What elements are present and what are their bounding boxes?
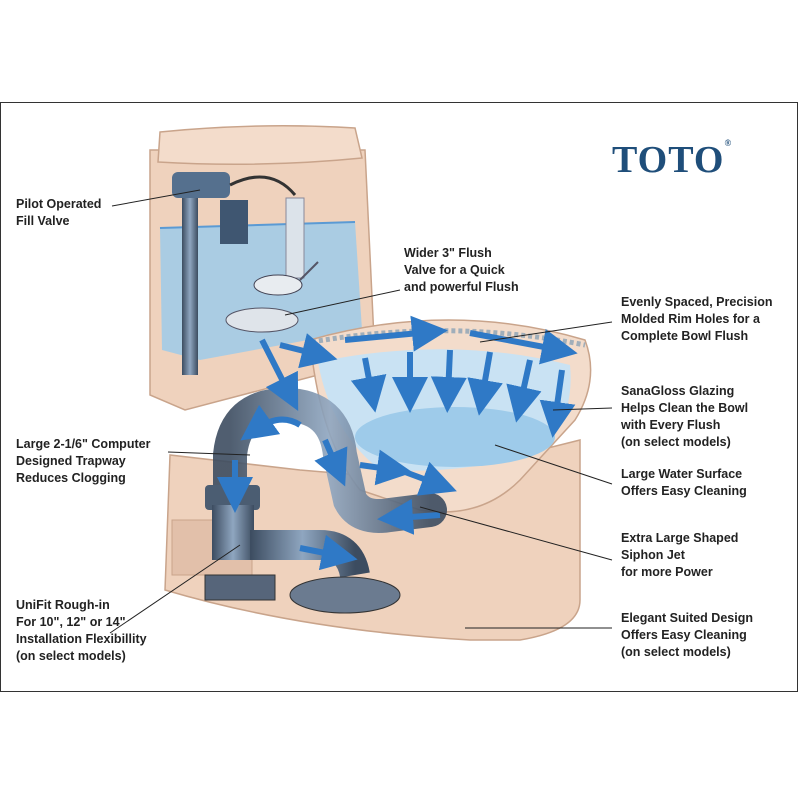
leader-water-surface [494,444,613,485]
refill-tube [229,175,297,196]
callout-line: Installation Flexibillity [16,632,147,646]
leader-sanagloss [552,407,613,411]
callout-line: for more Power [621,565,713,579]
flow-arrows [217,315,578,571]
callout-flush-valve: Wider 3" Flush Valve for a Quick and pow… [404,245,519,296]
callout-line: (on select models) [621,435,731,449]
callout-line: Offers Easy Cleaning [621,628,747,642]
flow-arrow-bowl-1 [359,449,413,486]
callout-line: SanaGloss Glazing [621,384,735,398]
callout-line: (on select models) [16,649,126,663]
flow-arrow-trap-1 [240,404,302,441]
flow-arrow-tank-1 [259,338,299,412]
outlet-pipe [212,505,254,560]
callout-line: Siphon Jet [621,548,685,562]
unifit-bracket [204,574,276,601]
callout-line: Molded Rim Holes for a [621,312,760,326]
flow-arrow-bowl-2 [403,461,457,496]
callout-line: UniFit Rough-in [16,598,110,612]
fill-valve-tube [182,185,198,375]
flow-arrow-outlet [299,534,358,571]
callout-line: with Every Flush [621,418,721,432]
callout-sanagloss: SanaGloss Glazing Helps Clean the Bowl w… [621,383,748,451]
leader-unifit [109,544,241,634]
leader-trapway [167,451,251,456]
callout-line: Pilot Operated [16,197,102,211]
callout-line: Evenly Spaced, Precision [621,295,773,309]
flow-arrow-down-5 [506,359,542,423]
callout-siphon-jet: Extra Large Shaped Siphon Jet for more P… [621,530,738,581]
flow-arrow-jet [377,498,441,535]
callout-suited-design: Elegant Suited Design Offers Easy Cleani… [621,610,753,661]
floor-flange [289,576,401,614]
flow-arrow-down-1 [350,357,387,413]
callout-line: For 10", 12" or 14" [16,615,126,629]
flow-arrow-trap-3 [314,438,348,487]
callout-line: Reduces Clogging [16,471,126,485]
callout-line: Large Water Surface [621,467,743,481]
bowl-water [355,407,555,467]
leader-lines [109,189,613,634]
callout-water-surface: Large Water Surface Offers Easy Cleaning [621,466,747,500]
callout-line: Offers Easy Cleaning [621,484,747,498]
tank-lid [157,125,363,165]
callout-fill-valve: Pilot Operated Fill Valve [16,196,101,230]
callout-line: and powerful Flush [404,280,519,294]
toto-logo: TOTO® [612,138,732,182]
overflow-tube [285,197,305,279]
flow-arrow-down-6 [539,369,576,438]
fill-valve-float [220,200,248,244]
flow-arrow-down-4 [467,351,503,416]
flow-arrow-down-3 [430,349,467,413]
callout-trapway: Large 2-1/6" Computer Designed Trapway R… [16,436,150,487]
flush-valve-seat [225,307,299,333]
flow-arrow-rim-1 [344,315,448,352]
callout-line: Complete Bowl Flush [621,329,749,343]
callout-line: Wider 3" Flush [404,246,492,260]
registered-mark: ® [724,138,733,148]
brand-name: TOTO [612,139,725,181]
callout-line: Large 2-1/6" Computer [16,437,151,451]
callout-line: Elegant Suited Design [621,611,753,625]
leader-flush-valve [284,289,401,316]
callout-line: Extra Large Shaped [621,531,739,545]
leader-siphon-jet [419,506,613,561]
flapper [253,274,303,296]
callout-line: Designed Trapway [16,454,126,468]
fill-valve-head [172,172,230,198]
callout-line: Fill Valve [16,214,70,228]
callout-unifit: UniFit Rough-in For 10", 12" or 14" Inst… [16,597,147,665]
callout-line: (on select models) [621,645,731,659]
leader-fill-valve [111,189,201,207]
leader-rim-holes [479,321,613,343]
callout-line: Valve for a Quick [404,263,505,277]
flow-arrow-rim-2 [469,328,578,365]
callout-rim-holes: Evenly Spaced, Precision Molded Rim Hole… [621,294,772,345]
flush-chain [299,261,319,281]
callout-line: Helps Clean the Bowl [621,401,749,415]
flow-arrow-tank-2 [279,333,338,369]
